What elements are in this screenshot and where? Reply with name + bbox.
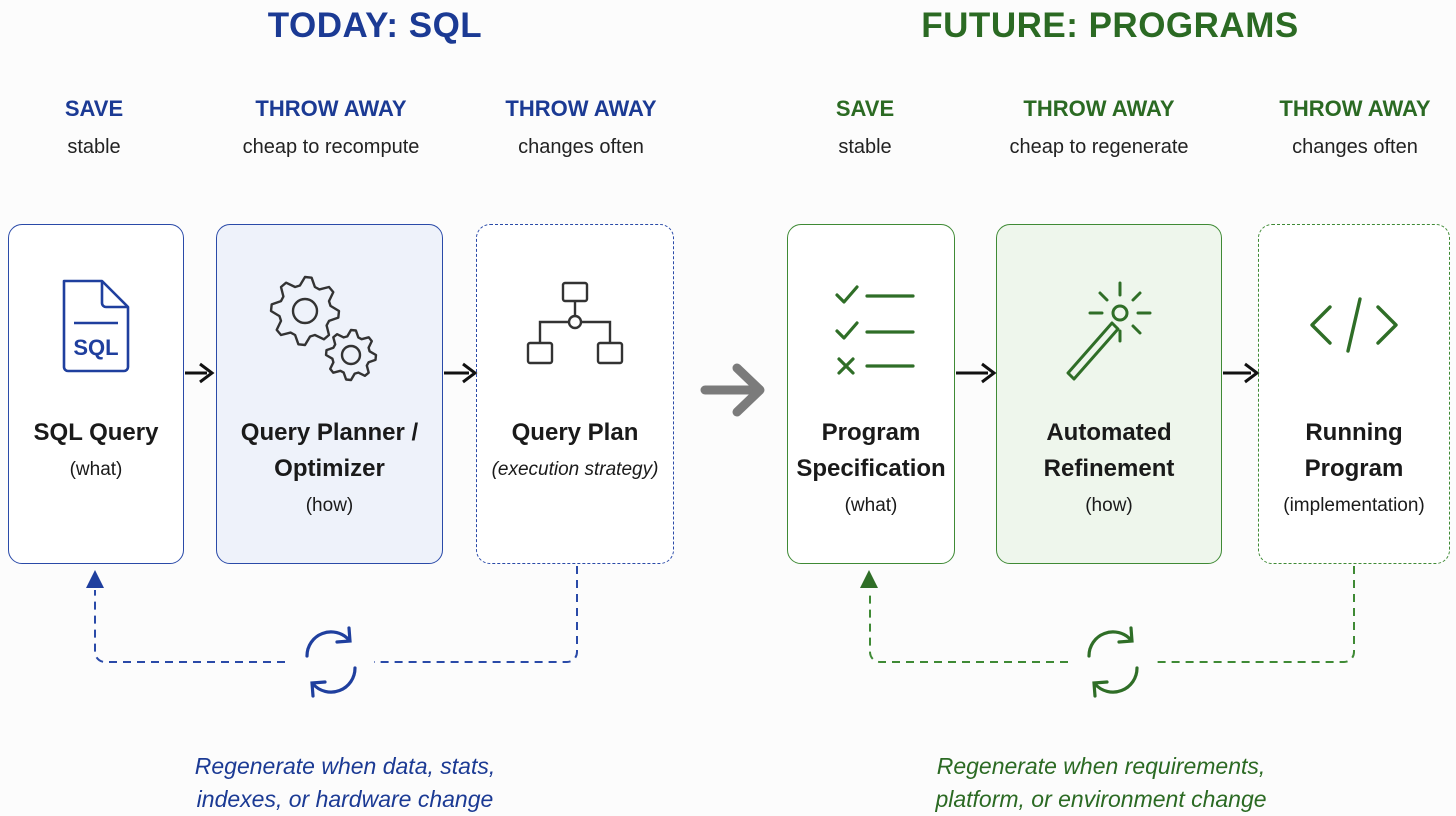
box-name: Query Plan	[511, 419, 639, 446]
box-note: (what)	[69, 459, 123, 480]
left-feedback-loop	[94, 566, 578, 663]
box-name-line1: Program	[821, 419, 921, 446]
col-sub: stable	[838, 136, 892, 158]
gears-icon	[217, 275, 442, 385]
up-arrowhead-icon	[86, 570, 104, 588]
arrow-right-icon	[956, 362, 997, 384]
box-note: (how)	[305, 495, 354, 516]
box-note: (what)	[844, 495, 898, 516]
refresh-icon	[1087, 626, 1139, 698]
box-note: (execution strategy)	[491, 459, 659, 480]
refresh-icon	[305, 626, 357, 698]
box-program-spec: Program Specification (what)	[787, 224, 955, 564]
box-name-line2: Program	[1304, 455, 1404, 482]
box-name: SQL Query	[33, 419, 159, 446]
up-arrowhead-icon	[860, 570, 878, 588]
box-name-line1: Query Planner /	[240, 419, 419, 446]
col-sub: cheap to regenerate	[1009, 136, 1189, 158]
box-automated-refinement: Automated Refinement (how)	[996, 224, 1222, 564]
col-sub: stable	[67, 136, 121, 158]
big-transition-arrow-icon	[700, 363, 765, 417]
col-label: THROW AWAY	[1023, 96, 1175, 121]
col-label: THROW AWAY	[1279, 96, 1431, 121]
box-query-plan: Query Plan (execution strategy)	[476, 224, 674, 564]
box-running-program: Running Program (implementation)	[1258, 224, 1450, 564]
caption-line1: Regenerate when requirements,	[936, 753, 1266, 779]
arrow-right-icon	[1223, 362, 1260, 384]
sql-file-icon: SQL	[9, 275, 183, 385]
col-sub: cheap to recompute	[242, 136, 420, 158]
left-title: TODAY: SQL	[267, 6, 483, 45]
right-feedback-loop	[869, 566, 1355, 663]
col-head-right-throw-2: THROW AWAY changes often	[1256, 96, 1454, 159]
sql-icon-text: SQL	[73, 335, 118, 360]
col-label: SAVE	[64, 96, 124, 121]
col-label: THROW AWAY	[255, 96, 407, 121]
box-sql-query: SQL SQL Query (what)	[8, 224, 184, 564]
code-icon	[1259, 275, 1449, 385]
arrow-right-icon	[185, 362, 215, 384]
col-sub: changes often	[1292, 136, 1418, 158]
box-name-line2: Optimizer	[274, 455, 385, 482]
box-name-line2: Refinement	[1043, 455, 1175, 482]
left-caption: Regenerate when data, stats, indexes, or…	[140, 750, 550, 816]
box-name-line2: Specification	[796, 455, 946, 482]
box-note: (implementation)	[1283, 495, 1425, 516]
magic-wand-icon	[997, 275, 1221, 385]
checklist-icon	[788, 275, 954, 385]
col-head-left-save: SAVE stable	[14, 96, 174, 159]
col-label: THROW AWAY	[505, 96, 657, 121]
col-label: SAVE	[835, 96, 895, 121]
col-head-left-throw-1: THROW AWAY cheap to recompute	[216, 96, 446, 159]
plan-tree-icon	[477, 275, 673, 385]
box-name-line1: Automated	[1046, 419, 1172, 446]
col-sub: changes often	[518, 136, 644, 158]
arrow-right-icon	[444, 362, 478, 384]
caption-line2: indexes, or hardware change	[196, 786, 494, 812]
box-note: (how)	[1085, 495, 1133, 516]
box-query-planner: Query Planner / Optimizer (how)	[216, 224, 443, 564]
caption-line2: platform, or environment change	[935, 786, 1267, 812]
col-head-right-save: SAVE stable	[785, 96, 945, 159]
col-head-left-throw-2: THROW AWAY changes often	[476, 96, 686, 159]
right-title: FUTURE: PROGRAMS	[921, 6, 1299, 45]
col-head-right-throw-1: THROW AWAY cheap to regenerate	[984, 96, 1214, 159]
right-caption: Regenerate when requirements, platform, …	[896, 750, 1306, 816]
box-name-line1: Running	[1305, 419, 1403, 446]
caption-line1: Regenerate when data, stats,	[194, 753, 496, 779]
